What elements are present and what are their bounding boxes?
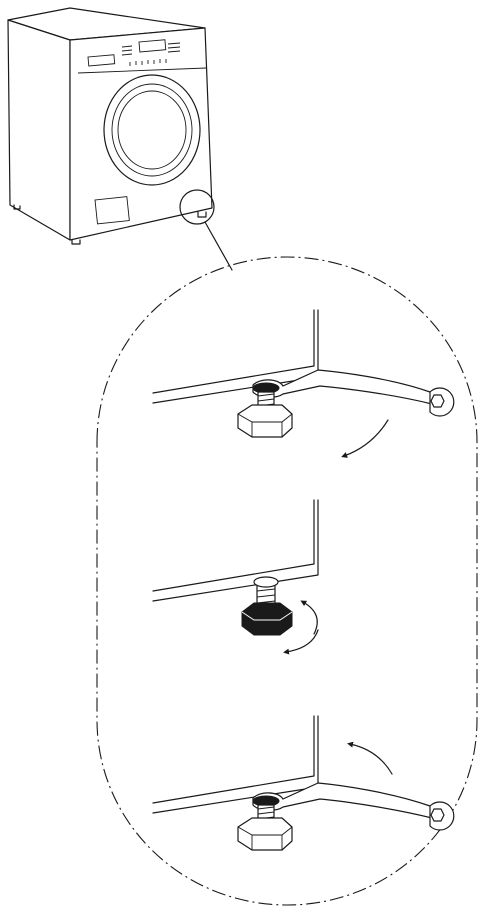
detail-callout-outline (96, 256, 478, 906)
foot-pad-2 (241, 602, 293, 636)
rotation-arrow-loosen (341, 419, 389, 458)
washing-machine (7, 7, 213, 245)
wrench-1 (252, 369, 433, 405)
display-screen (138, 39, 167, 53)
service-hatch (94, 196, 130, 225)
foot-front-right (197, 211, 207, 218)
rotation-arrow-tighten (347, 741, 393, 775)
wrench-3-hex (430, 808, 445, 822)
foot-back-left (13, 204, 21, 210)
step-2-adjust (152, 499, 319, 655)
wrench-1-hex (430, 394, 445, 408)
program-indicators (129, 59, 167, 66)
foot-pad-2-facets (241, 611, 293, 621)
control-buttons (121, 42, 181, 56)
door-glass (117, 90, 187, 170)
step-1-loosen (152, 309, 455, 458)
foot-pad-3 (237, 817, 293, 851)
wrench-3 (252, 782, 433, 819)
locknut-2 (253, 576, 279, 588)
detergent-drawer (87, 54, 116, 67)
detail-magnifier-circle (179, 189, 215, 225)
cabinet-corner (152, 499, 319, 602)
foot-front-left (71, 239, 81, 245)
panel-divider (77, 67, 207, 74)
foot-pad-1-facets (237, 413, 293, 437)
detail-leader-line (204, 221, 233, 271)
machine-side (7, 19, 71, 241)
door-inner-ring (111, 83, 193, 177)
step-3-tighten (152, 715, 455, 851)
rotation-arrow-up (300, 600, 318, 635)
rotation-arrow-down (283, 629, 319, 655)
foot-pad-1 (237, 404, 293, 438)
foot-pad-3-facets (237, 826, 293, 850)
